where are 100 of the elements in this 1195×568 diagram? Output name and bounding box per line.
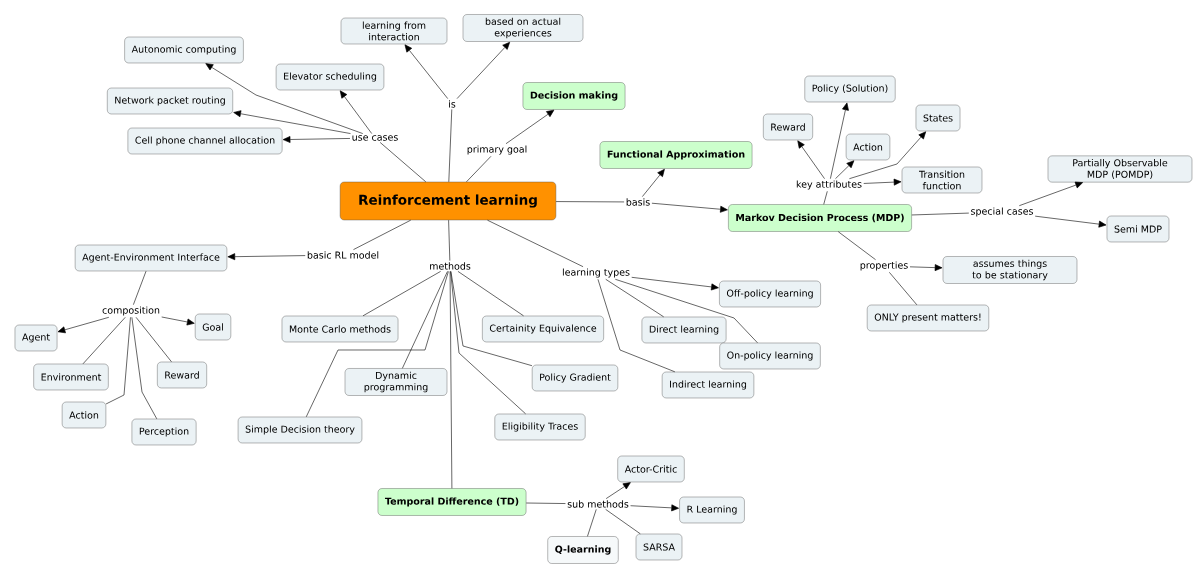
concept-box: Autonomic computing (124, 36, 244, 64)
concept-box: Direct learning (641, 316, 727, 344)
connector-line (82, 317, 126, 365)
concept-box: Functional Approximation (599, 141, 753, 169)
concept-box: SARSA (635, 533, 683, 561)
connector-line (837, 231, 876, 260)
connector-line (450, 271, 526, 415)
concept-box: States (915, 104, 961, 132)
linking-phrase: properties (858, 259, 910, 273)
connector-line (449, 271, 453, 489)
concept-box: based on actual experiences (462, 14, 584, 42)
concept-box: Certainity Equivalence (482, 315, 604, 343)
connector-line (555, 201, 625, 203)
concept-box: Eligibility Traces (494, 413, 586, 441)
concept-box: Markov Decision Process (MDP) (728, 204, 912, 232)
arrow (456, 41, 510, 99)
connector-line (457, 271, 524, 317)
arrow (227, 253, 306, 261)
connector-line (362, 271, 441, 317)
concept-box: learning from interaction (340, 17, 448, 45)
concept-box: ONLY present matters! (867, 304, 989, 332)
concept-box: Policy (Solution) (804, 75, 896, 103)
concept-box: Actor-Critic (617, 455, 685, 483)
concept-box: Transition function (901, 166, 983, 194)
concept-box: Monte Carlo methods (281, 315, 399, 343)
arrow (835, 160, 855, 179)
arrow (630, 504, 679, 512)
concept-box: Action (845, 133, 891, 161)
arrow (797, 140, 825, 179)
concept-box: Simple Decision theory (237, 416, 363, 444)
linking-phrase: learning types (560, 266, 632, 280)
concept-box: Network packet routing (107, 87, 233, 115)
linking-phrase: key attributes (794, 178, 864, 192)
concept-box: Indirect learning (661, 371, 755, 399)
connector-line (379, 142, 427, 183)
concept-box: Perception (131, 418, 197, 446)
arrow (605, 482, 631, 499)
concept-box: Agent-Environment Interface (74, 244, 228, 272)
connector-line (615, 279, 758, 344)
concept-box: Reward (763, 113, 813, 141)
connector-line (402, 271, 448, 369)
connector-line (105, 317, 131, 405)
arrow (339, 90, 373, 134)
connector-line (135, 317, 172, 363)
arrow (909, 264, 943, 272)
concept-box: Elevator scheduling (275, 63, 385, 91)
connector-line (487, 219, 584, 267)
arrow (57, 317, 110, 334)
concept-box: Reinforcement learning (339, 181, 557, 221)
connector-line (133, 270, 147, 305)
concept-box: Action (61, 401, 107, 429)
concept-box: Partially Observable MDP (POMDP) (1047, 155, 1193, 183)
arrow (651, 202, 728, 213)
linking-phrase: primary goal (465, 143, 529, 157)
linking-phrase: composition (100, 304, 162, 318)
concept-box: assumes things to be stationary (942, 256, 1078, 284)
concept-box: Agent (14, 324, 58, 352)
arrow (1034, 215, 1107, 228)
concept-box: Dynamic programming (344, 368, 448, 396)
connector-line (605, 509, 641, 535)
concept-box: On-policy learning (719, 342, 821, 370)
linking-phrase: special cases (969, 205, 1035, 219)
concept-box: Decision making (522, 82, 626, 110)
connector-line (911, 212, 970, 216)
concept-box: Semi MDP (1106, 215, 1170, 243)
arrow (505, 109, 555, 144)
connector-line (131, 317, 158, 420)
concept-box: Environment (33, 363, 109, 391)
concept-box: Cell phone channel allocation (127, 127, 283, 155)
linking-phrase: basic RL model (305, 249, 381, 261)
arrow (205, 63, 364, 134)
arrow (233, 110, 351, 134)
concept-box: Reward (157, 361, 207, 389)
concept-box: Off-policy learning (719, 280, 821, 308)
linking-phrase: is (446, 98, 458, 110)
arrow (1018, 181, 1083, 206)
connector-line (353, 219, 411, 250)
linking-phrase: methods (427, 260, 473, 272)
concept-box: Q-learning (547, 536, 619, 564)
concept-box: R Learning (679, 496, 745, 524)
arrow (631, 277, 719, 291)
connector-line (605, 279, 664, 318)
arrow (849, 131, 927, 179)
arrow (863, 178, 902, 186)
connector-line (450, 271, 533, 366)
connector-line (823, 191, 828, 205)
connector-line (466, 156, 492, 183)
linking-phrase: use cases (350, 133, 400, 143)
connector-line (889, 272, 918, 306)
connector-line (526, 502, 566, 504)
arrow (282, 136, 351, 143)
concept-box: Temporal Difference (TD) (377, 488, 527, 516)
linking-phrase: basis (624, 196, 652, 208)
connector-line (448, 109, 453, 183)
linking-phrase: sub methods (565, 498, 631, 510)
concept-box: Policy Gradient (531, 364, 619, 392)
concept-box: Goal (195, 313, 232, 341)
connector-line (587, 509, 597, 537)
arrow (404, 44, 449, 99)
connector-line (305, 271, 449, 418)
